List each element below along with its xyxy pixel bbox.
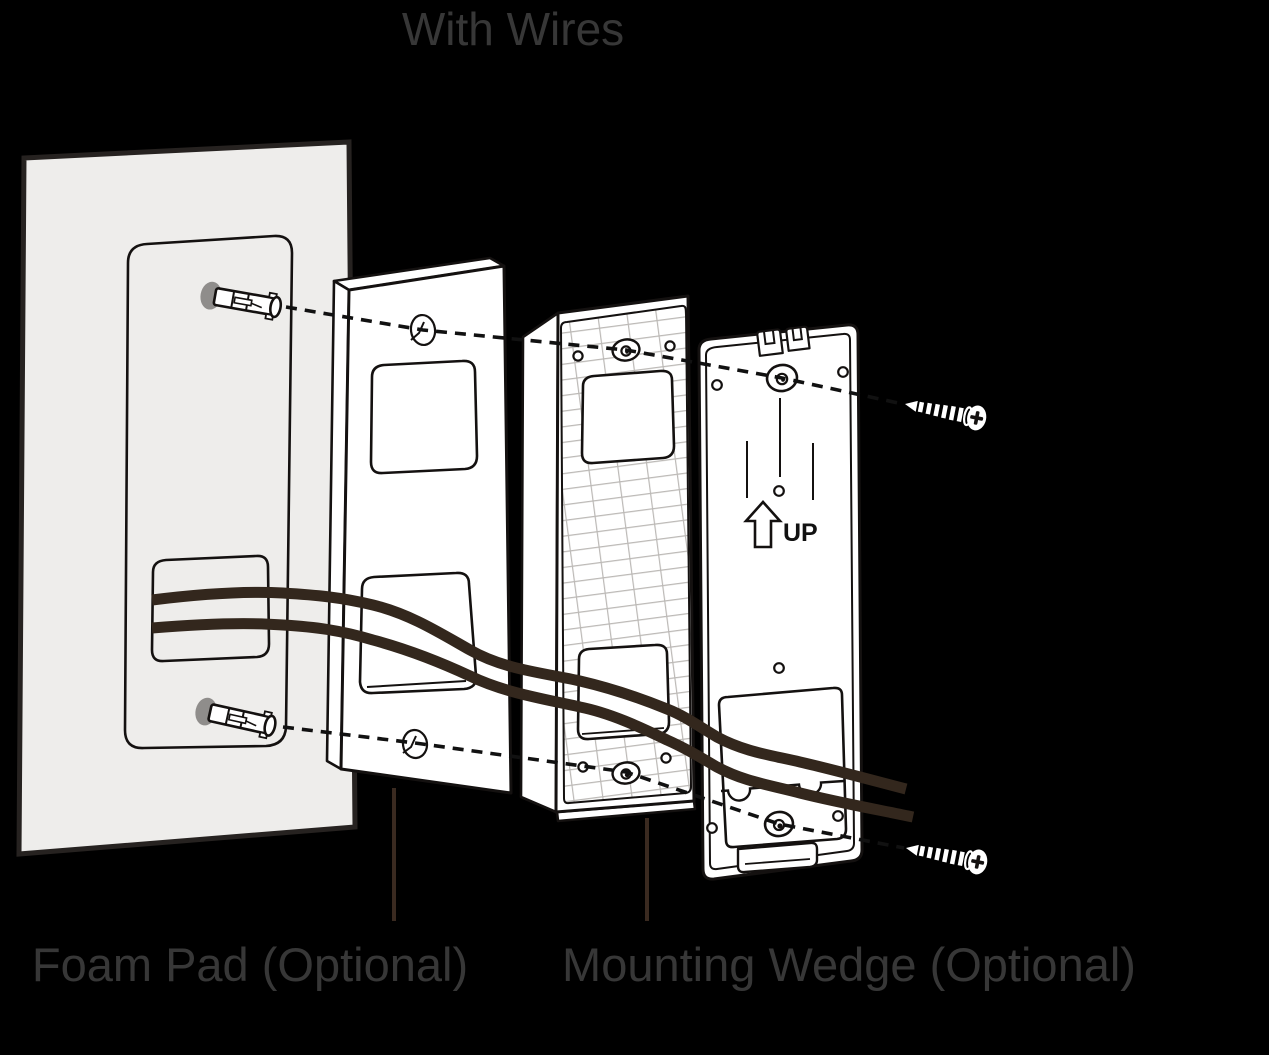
foam-pad-upper-window xyxy=(369,359,479,475)
wall-anchor-bottom xyxy=(195,697,277,740)
anchor-slot xyxy=(227,713,248,725)
bracket-bottom-tab xyxy=(736,841,819,874)
wall-anchor-top xyxy=(200,281,283,321)
bracket-bottom-screw-dot xyxy=(777,823,783,829)
bracket-inner-border xyxy=(704,332,856,871)
screw-bottom xyxy=(906,844,988,875)
wedge-hole-top-right xyxy=(664,340,676,352)
up-arrow-icon xyxy=(743,500,783,549)
foam-pad-window-bevel xyxy=(366,680,467,688)
bracket-hole-bottom-left xyxy=(706,822,718,834)
anchor-tip xyxy=(269,295,283,319)
anchor-slot-tail xyxy=(245,720,257,727)
screw-threads xyxy=(917,401,964,423)
screw-threads xyxy=(918,845,965,867)
phillips-cross-v xyxy=(973,411,980,425)
up-label: UP xyxy=(783,519,818,547)
bracket-mid-hole xyxy=(773,662,785,674)
anchor-tip xyxy=(263,714,277,737)
clip-notch xyxy=(762,329,776,346)
bracket-tab-line xyxy=(744,858,811,865)
bracket-alignment-marks xyxy=(746,398,814,500)
clip-notch xyxy=(791,327,803,342)
wedge-hole-bottom-right xyxy=(660,752,672,764)
wire-lower xyxy=(151,618,915,823)
screw-top xyxy=(905,400,987,431)
bracket-clip-left xyxy=(756,328,784,357)
foam-pad-bottom-hole-tick xyxy=(402,735,417,754)
mounting-bracket: UP xyxy=(697,323,864,881)
screw-tip xyxy=(905,400,918,412)
wire-upper xyxy=(151,586,908,795)
alignment-dashed-line-top xyxy=(285,305,904,406)
wall-wire-opening xyxy=(150,554,271,663)
bracket-hole-top-left xyxy=(711,379,723,391)
bracket-clip-right xyxy=(785,325,811,352)
foam-pad-label: Foam Pad (Optional) xyxy=(32,938,468,991)
bracket-center-hole xyxy=(773,485,785,497)
mounting-wedge-label: Mounting Wedge (Optional) xyxy=(562,938,1136,991)
wedge-hole-top-left xyxy=(572,350,584,362)
foam-pad xyxy=(325,256,513,795)
phillips-cross-v xyxy=(974,855,981,869)
wall xyxy=(16,139,358,857)
wedge-side-face xyxy=(519,311,560,814)
screw-tip xyxy=(906,844,919,856)
bracket-hole-bottom-right xyxy=(832,810,844,822)
anchor-slot xyxy=(233,296,253,307)
foam-pad-top-hole-tick xyxy=(410,321,425,341)
alignment-dashed-line-bottom xyxy=(282,725,905,850)
wedge-upper-window xyxy=(580,369,676,465)
bracket-lower-recess xyxy=(717,686,848,849)
page-title: With Wires xyxy=(402,3,624,55)
bracket-hole-top-right xyxy=(837,366,849,378)
anchor-slot-tail xyxy=(251,302,263,309)
doorbell-wires xyxy=(151,586,915,823)
